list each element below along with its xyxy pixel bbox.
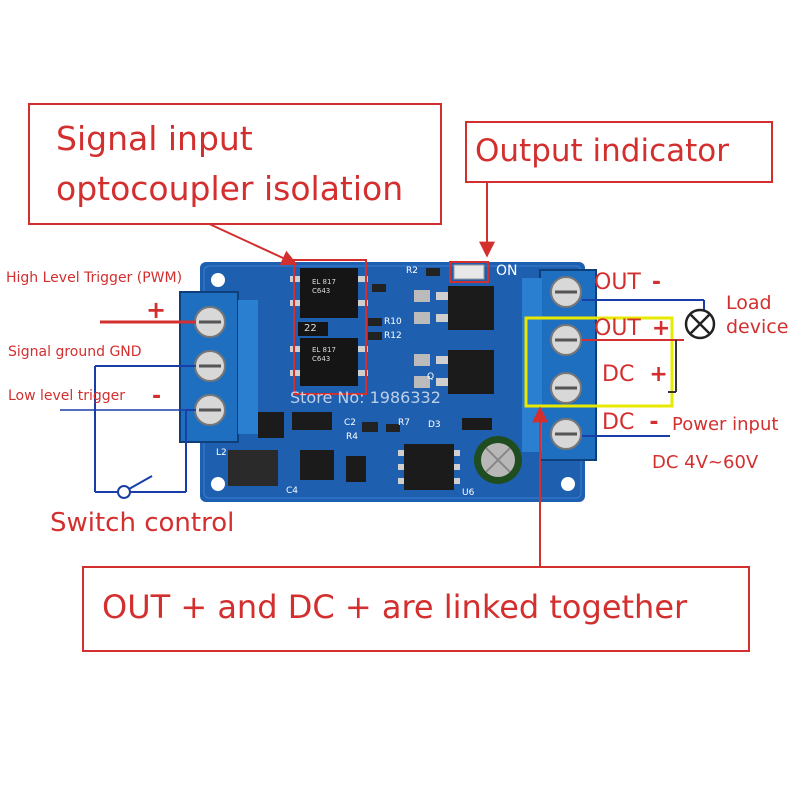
c4-silkscreen: C4 <box>286 486 299 496</box>
load-label-line2: device <box>726 316 789 338</box>
mounting-hole <box>561 477 575 491</box>
optocoupler-highlight <box>293 259 367 395</box>
terminal-polarity: - <box>651 270 661 295</box>
q-silkscreen: Q <box>427 372 435 382</box>
screw-icon <box>550 276 582 308</box>
low-trigger-label: Low level trigger <box>8 388 126 404</box>
indicator-highlight <box>449 261 489 283</box>
callout-line: optocoupler isolation <box>56 169 404 208</box>
smd-chip <box>258 412 284 438</box>
r2-silkscreen: R2 <box>406 266 418 276</box>
on-silkscreen: ON <box>496 263 518 279</box>
chip-22-marking: 22 <box>304 323 317 334</box>
screw-icon <box>550 324 582 356</box>
d3-silkscreen: D3 <box>428 420 441 430</box>
screw-icon <box>194 394 226 426</box>
plus-sign-label: + <box>146 296 167 324</box>
mounting-hole <box>211 273 225 287</box>
r10-silkscreen: R10 <box>384 317 402 327</box>
screw-icon <box>550 418 582 450</box>
store-watermark: Store No: 1986332 <box>290 388 441 407</box>
terminal-name: OUT <box>594 270 641 295</box>
signal-ground-label: Signal ground GND <box>8 344 142 360</box>
callout-line: Signal input <box>56 119 253 158</box>
link-highlight-box <box>524 316 674 408</box>
high-trigger-label: High Level Trigger (PWM) <box>6 270 183 286</box>
power-input-label: Power input <box>672 414 779 435</box>
callout-line: OUT + and DC + are linked together <box>102 588 688 626</box>
regulator-chip <box>404 444 454 490</box>
smd-chip <box>300 450 334 480</box>
smd-chip <box>298 322 328 336</box>
terminal-name: OUT <box>594 316 641 341</box>
terminal-name: DC <box>602 410 635 435</box>
optocoupler-chip <box>290 268 368 318</box>
switch-control-label: Switch control <box>50 508 235 538</box>
u6-silkscreen: U6 <box>462 488 475 498</box>
signal-input-callout: Signal input optocoupler isolation <box>28 103 442 225</box>
terminal-polarity: + <box>651 316 671 341</box>
mounting-hole <box>211 477 225 491</box>
electrolytic-capacitor <box>474 436 522 484</box>
screw-icon <box>194 306 226 338</box>
c2-silkscreen: C2 <box>344 418 357 428</box>
switch-icon <box>117 475 153 499</box>
mosfet-component <box>414 350 494 394</box>
terminal-polarity: + <box>649 362 668 387</box>
voltage-range-label: DC 4V~60V <box>652 452 759 473</box>
dc-plus-label: DC + <box>602 362 668 387</box>
terminal-name: DC <box>602 362 635 387</box>
screw-icon <box>194 350 226 382</box>
r4-silkscreen: R4 <box>346 432 358 442</box>
smd-chip <box>292 412 332 430</box>
r7-silkscreen: R7 <box>398 418 410 428</box>
r12-silkscreen: R12 <box>384 331 402 341</box>
opto2-marking: EL 817 C643 <box>312 346 336 363</box>
l2-silkscreen: L2 <box>216 448 227 458</box>
opto1-marking: EL 817 C643 <box>312 278 336 295</box>
load-label-line1: Load <box>726 292 772 314</box>
linked-note-callout: OUT + and DC + are linked together <box>82 566 750 652</box>
output-indicator-led <box>453 264 485 280</box>
out-minus-label: OUT - <box>594 270 661 295</box>
screw-icon <box>550 372 582 404</box>
callout-line: Output indicator <box>475 133 729 169</box>
callout-arrow <box>204 221 298 266</box>
terminal-polarity: - <box>649 410 659 435</box>
dc-minus-label: DC - <box>602 410 658 435</box>
inductor <box>228 450 278 486</box>
out-plus-label: OUT + <box>594 316 670 341</box>
output-indicator-callout: Output indicator <box>465 121 773 183</box>
minus-sign-label: - <box>152 384 162 409</box>
mosfet-component <box>414 286 494 330</box>
lamp-icon <box>684 308 716 340</box>
